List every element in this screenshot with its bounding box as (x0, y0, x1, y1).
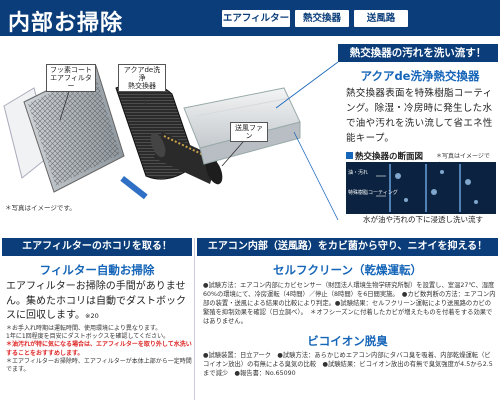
callout-air-filter: フッ素コート エアフィルター (46, 64, 96, 92)
cross-section-label: 熱交換器の断面図 (346, 150, 423, 162)
photo-note: ＊写真はイメージです。 (5, 204, 76, 212)
filter-panel-body: エアフィルターお掃除の手間がありません。集めたホコリは自動でダストボックスに回収… (6, 280, 192, 324)
deodorize-text: ●試験装置：日立アーク ●試験方法：あらかじめエアコン内部にタバコ臭を吸着、内部… (203, 352, 493, 377)
cross-section-diagram: 油・汚れ 特殊樹脂コーティング (346, 162, 496, 222)
header-bar: 内部お掃除 エアフィルター 熱交換器 送風路 (0, 0, 500, 36)
page-title: 内部お掃除 (8, 11, 124, 36)
deodorize-subheading: ビコイオン脱臭 (307, 334, 388, 348)
label-oil-dirt: 油・汚れ (348, 169, 368, 176)
mold-panel-heading: エアコン内部（送風路）をカビ菌から守り、ニオイを抑える！ (197, 238, 498, 256)
cross-section-label-text: 熱交換器の断面図 (355, 152, 424, 162)
self-clean-subheading: セルフクリーン（乾燥運転） (273, 263, 422, 277)
cross-section-svg: 油・汚れ 特殊樹脂コーティング (346, 162, 496, 214)
filter-panel-body-footnote: ※20 (85, 312, 99, 320)
tag-air-duct: 送風路 (354, 10, 408, 27)
label-coating: 特殊樹脂コーティング (348, 189, 398, 196)
callout-fan-label: 送風ファン (235, 124, 263, 140)
self-clean-text: ●試験方法：エアコン内部にカビセンサー（財団法人環境生物学研究所製）を設置し、室… (203, 282, 496, 325)
callout-heat-exchanger: アクアde洗浄 熱交換器 (118, 64, 166, 92)
tag-heat-exchanger: 熱交換器 (295, 10, 349, 27)
heat-exchanger-body: 熱交換器表面を特殊樹脂コーティング。除湿・冷房時に発生した水で油や汚れを洗い流し… (346, 88, 493, 144)
panel-divider (194, 238, 195, 400)
tag-air-filter: エアフィルター (222, 10, 290, 27)
filter-note-1: ＊お手入れ時期は運転時間、使用環境により異なります。 (6, 325, 162, 332)
filter-note-3: ＊エアフィルターお掃除時、エアフィルターが本体上部から一定時間でます。 (6, 357, 192, 374)
heat-exchanger-heading: 熱交換器の汚れを洗い流す！ (338, 44, 498, 62)
callout-air-filter-label: フッ素コート エアフィルター (50, 66, 92, 90)
fan-shape (150, 132, 223, 185)
heat-exchanger-subheading: アクアde洗浄熱交換器 (360, 69, 480, 83)
callout-fan: 送風ファン (230, 122, 268, 142)
filter-panel-subheading: フィルター自動お掃除 (39, 263, 155, 277)
filter-panel-body-text: エアフィルターお掃除の手間がありません。集めたホコリは自動でダストボックスに回収… (6, 281, 186, 321)
cross-section-caption: 水が油や汚れの下に浸透し洗い流す (363, 215, 483, 224)
filter-note-warning: ＊油汚れが特に気になる場合は、エアフィルターを取り外して水洗いすることをおすすめ… (6, 341, 192, 357)
callout-heat-exchanger-label: アクアde洗浄 熱交換器 (123, 66, 161, 90)
filter-panel-heading: エアフィルターのホコリを取る！ (2, 238, 192, 256)
product-illustration: フッ素コート エアフィルター アクアde洗浄 熱交換器 送風ファン ＊写真はイメ… (0, 36, 500, 232)
filter-panel-notes: ＊お手入れ時期は運転時間、使用環境により異なります。 1年に1回程度を目安にダス… (6, 325, 194, 374)
filter-note-2: 1年に1回程度を目安にダストボックスを確認してください。 (6, 333, 170, 341)
square-bullet-icon (346, 152, 353, 159)
aircon-exploded-illustration (3, 61, 339, 221)
